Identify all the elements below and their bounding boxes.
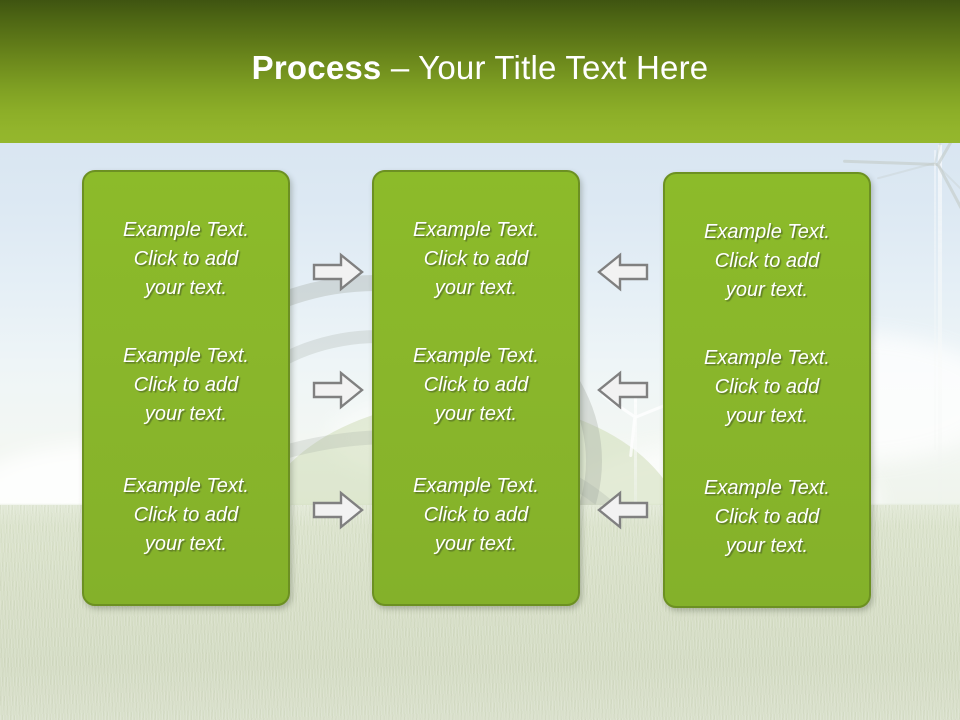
column-body: Example Text. Click to add your text. Ex… [84,172,288,604]
text-placeholder[interactable]: Example Text. Click to add your text. [123,219,249,299]
process-column-1[interactable]: Example Text. Click to add your text. Ex… [82,170,290,606]
arrow-left-icon[interactable] [597,490,649,530]
process-column-2[interactable]: Example Text. Click to add your text. Ex… [372,170,580,606]
page-title-rest: – Your Title Text Here [381,49,709,86]
text-placeholder[interactable]: Example Text. Click to add your text. [704,221,830,301]
process-column-3[interactable]: Example Text. Click to add your text. Ex… [663,172,871,608]
text-placeholder[interactable]: Example Text. Click to add your text. [123,345,249,425]
page-title-bold: Process [251,49,382,86]
text-placeholder[interactable]: Example Text. Click to add your text. [704,347,830,427]
text-placeholder[interactable]: Example Text. Click to add your text. [704,477,830,557]
title-banner: Process – Your Title Text Here [0,0,960,143]
arrow-right-icon[interactable] [312,252,364,292]
arrow-right-icon[interactable] [312,370,364,410]
arrow-left-icon[interactable] [597,370,649,410]
column-body: Example Text. Click to add your text. Ex… [374,172,578,604]
arrow-right-icon[interactable] [312,490,364,530]
arrow-left-icon[interactable] [597,252,649,292]
text-placeholder[interactable]: Example Text. Click to add your text. [123,475,249,555]
text-placeholder[interactable]: Example Text. Click to add your text. [413,345,539,425]
text-placeholder[interactable]: Example Text. Click to add your text. [413,219,539,299]
text-placeholder[interactable]: Example Text. Click to add your text. [413,475,539,555]
page-title: Process – Your Title Text Here [0,48,960,88]
column-body: Example Text. Click to add your text. Ex… [665,174,869,606]
